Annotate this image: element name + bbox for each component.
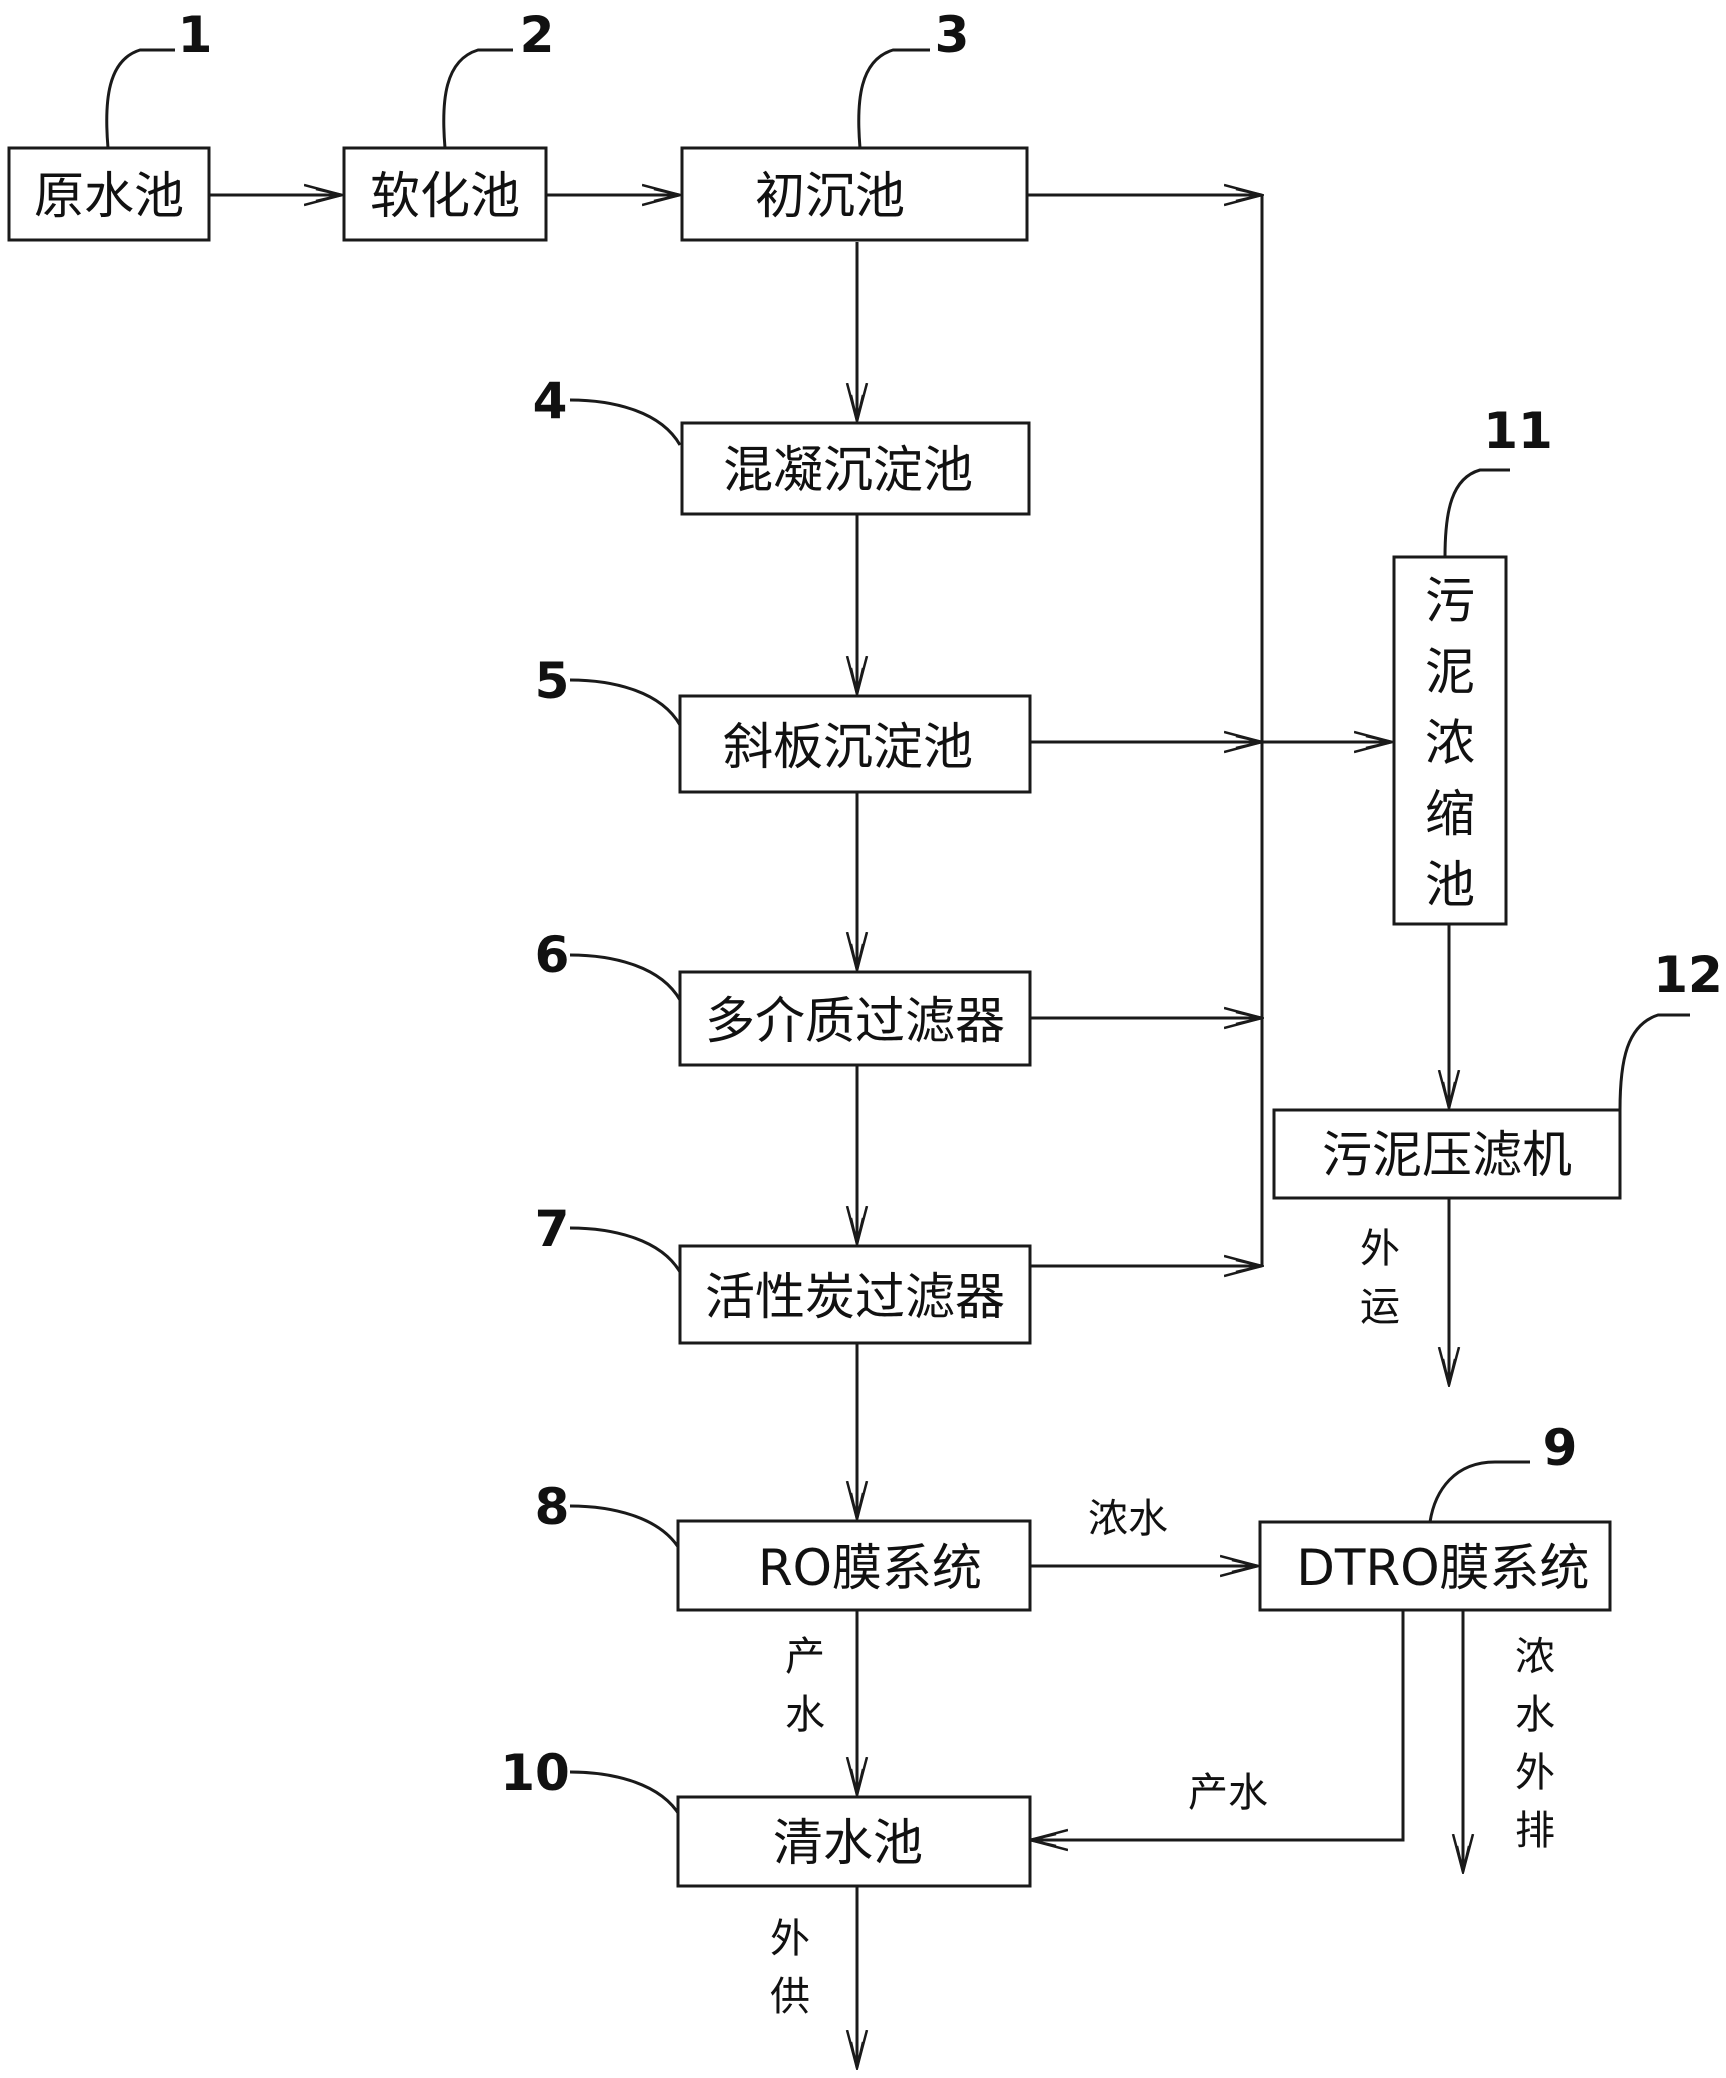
primary-settling-pool-label: 初沉池 [755, 167, 905, 225]
multimedia-filter-label: 多介质过滤器 [705, 992, 1005, 1050]
dtro-system-label: DTRO膜系统 [1296, 1539, 1589, 1597]
number-8: 8 [535, 1478, 570, 1536]
number-5: 5 [535, 652, 570, 710]
number-6: 6 [535, 926, 570, 984]
sludge-thickener-char-1: 污 [1425, 572, 1475, 630]
ro-product-char-2: 水 [785, 1692, 825, 1738]
inclined-plate-pool-node: 斜板沉淀池 [678, 694, 1032, 794]
external-supply-char-1: 外 [770, 1916, 810, 1962]
carbon-filter-label: 活性炭过滤器 [705, 1268, 1005, 1326]
sludge-thickener-char-5: 池 [1425, 856, 1475, 914]
number-11: 11 [1483, 402, 1553, 460]
node-numbers: 1 2 3 4 5 6 7 8 9 10 11 12 [178, 6, 1723, 1802]
coagulation-pool-label: 混凝沉淀池 [723, 441, 973, 499]
number-3: 3 [935, 6, 970, 64]
raw-pool-node: 原水池 [7, 146, 211, 242]
number-4: 4 [533, 372, 568, 430]
external-supply-char-2: 供 [770, 1974, 810, 2020]
ro-system-label: RO膜系统 [758, 1539, 982, 1597]
softening-pool-label: 软化池 [370, 167, 520, 225]
flow-annotations: 外 运 浓水 产 水 产水 浓 水 外 排 外 供 [770, 1226, 1555, 2020]
number-leaders [105, 48, 1690, 1817]
concentrate-discharge-char-1: 浓 [1515, 1634, 1555, 1680]
inclined-plate-pool-label: 斜板沉淀池 [723, 718, 973, 776]
flow-lines [210, 195, 1463, 2068]
sludge-thickener-char-3: 浓 [1425, 714, 1475, 772]
sludge-thickener-char-2: 泥 [1425, 643, 1475, 701]
clear-water-pool-label: 清水池 [773, 1814, 923, 1872]
multimedia-filter-node: 多介质过滤器 [678, 970, 1032, 1067]
number-12: 12 [1653, 946, 1723, 1004]
raw-pool-label: 原水池 [34, 167, 184, 225]
concentrate-label: 浓水 [1088, 1496, 1168, 1542]
concentrate-discharge-char-3: 外 [1515, 1750, 1555, 1796]
carbon-filter-node: 活性炭过滤器 [678, 1244, 1032, 1345]
dtro-product-label: 产水 [1188, 1770, 1268, 1816]
ro-product-char-1: 产 [785, 1634, 825, 1680]
coagulation-pool-node: 混凝沉淀池 [680, 421, 1031, 516]
ro-system-node: RO膜系统 [676, 1519, 1032, 1612]
external-transport-char-2: 运 [1360, 1284, 1400, 1330]
sludge-press-label: 污泥压滤机 [1322, 1126, 1572, 1184]
number-7: 7 [535, 1200, 570, 1258]
clear-water-pool-node: 清水池 [676, 1795, 1032, 1888]
number-9: 9 [1543, 1419, 1578, 1477]
number-2: 2 [520, 6, 555, 64]
softening-pool-node: 软化池 [342, 146, 548, 242]
sludge-thickener-node: 污 泥 浓 缩 池 [1392, 555, 1508, 926]
sludge-thickener-char-4: 缩 [1425, 785, 1475, 843]
dtro-system-node: DTRO膜系统 [1258, 1520, 1612, 1612]
sludge-press-node: 污泥压滤机 [1272, 1108, 1622, 1200]
primary-settling-pool-node: 初沉池 [680, 146, 1029, 242]
external-transport-char-1: 外 [1360, 1226, 1400, 1272]
concentrate-discharge-char-2: 水 [1515, 1692, 1555, 1738]
concentrate-discharge-char-4: 排 [1515, 1808, 1555, 1854]
number-10: 10 [500, 1744, 570, 1802]
number-1: 1 [178, 6, 213, 64]
